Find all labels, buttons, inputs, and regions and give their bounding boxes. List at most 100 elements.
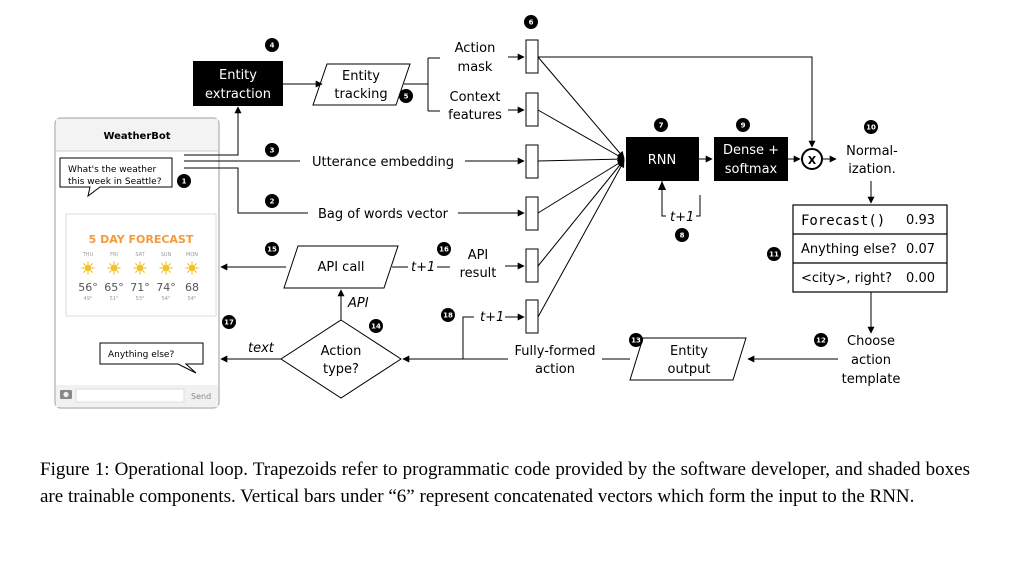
forecast-day-name: THU	[82, 252, 94, 258]
action-mask-label-1: Action	[455, 41, 496, 56]
api-call-trapezoid: API call	[283, 245, 399, 289]
action-type-label-1: Action	[321, 344, 362, 359]
rnn-label: RNN	[648, 153, 676, 168]
step-badge-number: 13	[631, 337, 641, 345]
entity-extraction-label-2: extraction	[205, 87, 271, 102]
forecast-day: THU 56° 49°	[78, 252, 98, 302]
step-badge-14: 14	[369, 319, 383, 333]
user-message-bubble: What's the weather this week in Seattle?	[59, 157, 173, 198]
user-message-line2: this week in Seattle?	[68, 177, 162, 187]
user-message-line1: What's the weather	[68, 165, 156, 175]
step-badge-9: 9	[736, 118, 750, 132]
step-badge-5: 5	[399, 89, 413, 103]
step-badge-8: 8	[675, 228, 689, 242]
normalization-label-2: ization.	[848, 162, 895, 177]
forecast-title: 5 DAY FORECAST	[89, 233, 194, 246]
figure-caption: Figure 1: Operational loop. Trapezoids r…	[40, 459, 970, 507]
step-badge-number: 17	[224, 319, 234, 327]
previous-action-t-plus-1-label: t+1	[480, 310, 504, 325]
forecast-low: 54°	[162, 296, 171, 302]
forecast-low: 49°	[84, 296, 93, 302]
action-type-label-2: type?	[323, 362, 359, 377]
api-result-label-1: API	[468, 248, 489, 263]
api-result-label-2: result	[460, 266, 497, 281]
forecast-day-name: FRI	[110, 252, 118, 258]
forecast-high: 74°	[156, 281, 176, 294]
operational-loop-diagram: WeatherBot What's the weather this week …	[54, 15, 948, 409]
multiply-node: X	[801, 148, 823, 170]
sun-icon	[159, 261, 173, 275]
api-call-t-plus-1-label: t+1	[411, 260, 435, 275]
forecast-high: 56°	[78, 281, 98, 294]
dense-softmax-label-1: Dense +	[723, 143, 779, 158]
connectors	[184, 53, 875, 363]
step-badge-number: 16	[439, 246, 449, 254]
sun-icon	[81, 261, 95, 275]
forecast-high: 65°	[104, 281, 124, 294]
step-badge-number: 18	[443, 312, 453, 320]
rnn-recurrence-arrow	[662, 183, 700, 199]
entity-extraction-box: Entity extraction	[193, 61, 283, 106]
send-button[interactable]: Send	[191, 392, 211, 401]
forecast-day-name: SAT	[135, 252, 145, 258]
entity-tracking-label-1: Entity	[342, 69, 380, 84]
dense-softmax-box: Dense + softmax	[714, 137, 788, 181]
step-badge-number: 8	[680, 232, 685, 240]
entity-output-label-1: Entity	[670, 344, 708, 359]
step-badge-10: 10	[864, 120, 878, 134]
choose-action-template-label-3: template	[842, 372, 901, 387]
choose-action-template-label-2: action	[851, 353, 891, 368]
step-badge-11: 11	[767, 247, 781, 261]
step-badge-2: 2	[265, 194, 279, 208]
template-row-2-name: Anything else?	[801, 242, 897, 257]
text-branch-label: text	[248, 341, 275, 356]
step-badge-number: 7	[659, 122, 664, 130]
rnn-recurrence-arrowhead	[658, 181, 666, 190]
template-row-3-name: <city>, right?	[801, 271, 892, 286]
step-badge-12: 12	[814, 333, 828, 347]
template-row-2-score: 0.07	[906, 242, 935, 257]
step-badge-number: 4	[270, 42, 275, 50]
step-badge-number: 6	[529, 19, 534, 27]
action-mask-label-2: mask	[458, 60, 493, 75]
forecast-low: 53°	[136, 296, 145, 302]
entity-tracking-trapezoid: Entity tracking	[312, 63, 411, 106]
entity-tracking-label-2: tracking	[334, 87, 387, 102]
step-badge-number: 1	[182, 178, 187, 186]
message-input[interactable]	[75, 388, 185, 403]
forecast-day: SUN 74° 54°	[156, 252, 176, 302]
step-badge-16: 16	[437, 242, 451, 256]
api-call-label: API call	[317, 260, 364, 275]
vector-bar-action-mask	[525, 39, 539, 74]
entity-output-trapezoid: Entity output	[629, 337, 747, 381]
sun-icon	[107, 261, 121, 275]
step-badge-number: 11	[769, 251, 779, 259]
sun-icon	[133, 261, 147, 275]
camera-icon[interactable]	[60, 390, 72, 399]
rnn-recurrence-t-plus-1-label: t+1	[670, 210, 694, 225]
forecast-days: THU 56° 49° FRI 65° 51° SAT 71° 53° SUN 74° 54° MON6…	[78, 252, 199, 302]
step-badge-number: 3	[270, 147, 275, 155]
step-badge-number: 12	[816, 337, 826, 345]
forecast-low: 51°	[110, 296, 119, 302]
vector-bar-api-result	[525, 248, 539, 283]
utterance-embedding-label: Utterance embedding	[312, 155, 454, 170]
template-row-1-score: 0.93	[906, 213, 935, 228]
forecast-high: 71°	[130, 281, 150, 294]
step-badge-18: 18	[441, 308, 455, 322]
normalization-label-1: Normal-	[846, 144, 898, 159]
fully-formed-action-label-2: action	[535, 362, 575, 377]
step-badge-13: 13	[629, 333, 643, 347]
rnn-box: RNN	[626, 137, 699, 181]
api-branch-label: API	[347, 296, 369, 311]
bag-of-words-label: Bag of words vector	[318, 207, 449, 222]
forecast-day-name: SUN	[161, 252, 172, 258]
multiply-label: X	[808, 154, 817, 167]
vector-bar-context-features	[525, 92, 539, 127]
entity-extraction-label-1: Entity	[219, 68, 257, 83]
phone-app-title: WeatherBot	[103, 131, 170, 142]
step-badge-number: 5	[404, 93, 409, 101]
step-badge-17: 17	[222, 315, 236, 329]
